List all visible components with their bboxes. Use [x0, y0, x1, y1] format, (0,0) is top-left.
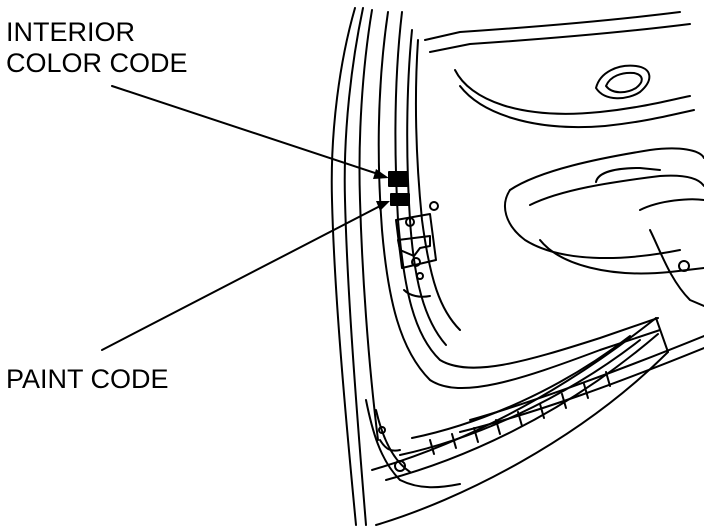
pillar-lower-curve: [365, 399, 461, 489]
striker-bolt-top: [405, 217, 415, 227]
interior-color-code-caption: INTERIOR COLOR CODE: [6, 17, 188, 79]
striker-bolt-bottom: [411, 257, 421, 267]
jamb-hole-mid: [416, 272, 424, 280]
interior-color-code-arrowhead: [373, 169, 389, 179]
armrest-lower: [539, 239, 704, 275]
paint-code-arrowhead: [376, 201, 390, 211]
pillar-hole-lower: [394, 460, 406, 472]
pillar-flange: [358, 9, 379, 441]
striker-slot: [397, 235, 431, 257]
door-handle-inner: [605, 71, 643, 94]
door-inner-frame-top: [424, 11, 681, 41]
interior-color-code-leader: [111, 85, 385, 177]
body-pillar-outline: [330, 7, 357, 526]
speaker-curve: [649, 229, 704, 307]
jamb-hole-upper: [429, 201, 439, 211]
paint-code-label: [390, 193, 410, 206]
paint-code-leader: [101, 203, 385, 351]
sill-plate-bottom: [375, 351, 669, 526]
door-handle-recess: [595, 64, 651, 100]
armrest-pull: [595, 167, 661, 183]
armrest-pocket: [529, 174, 704, 206]
jamb-channel-inner: [394, 11, 659, 369]
interior-color-code-caption-line1: INTERIOR: [6, 17, 136, 47]
sill-plate-top: [371, 317, 657, 471]
pillar-bracket: [379, 439, 401, 452]
pillar-hole-mid: [378, 426, 386, 434]
door-trim-upper2: [459, 85, 695, 128]
sill-plate-edge: [655, 317, 669, 353]
door-trim-upper: [454, 69, 691, 115]
striker-plate: [395, 213, 437, 269]
sill-rib: [385, 333, 659, 481]
interior-color-code-caption-line2: COLOR CODE: [6, 48, 188, 78]
interior-color-code-label: [388, 171, 408, 187]
trim-screw: [678, 260, 690, 272]
door-check: [403, 289, 431, 298]
paint-code-caption: PAINT CODE: [6, 364, 169, 394]
jamb-channel-outer: [377, 11, 661, 390]
sill-step-line2: [411, 335, 631, 439]
door-edge-face: [414, 39, 461, 331]
body-pillar-inner-line: [343, 7, 367, 526]
door-pocket-outline: [639, 198, 704, 211]
door-inner-frame-top2: [429, 23, 691, 53]
armrest-top: [509, 147, 704, 191]
armrest-front: [504, 189, 681, 259]
sill-ridges: [429, 371, 611, 455]
sill-step-line: [399, 339, 641, 456]
jamb-channel-edge: [406, 29, 447, 346]
